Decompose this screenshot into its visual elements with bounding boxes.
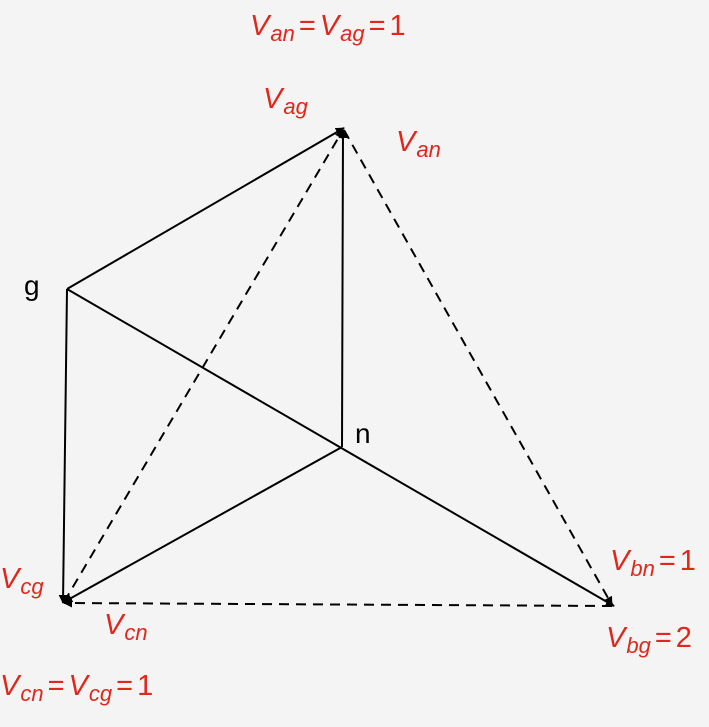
dashed-b-to-c <box>63 598 613 608</box>
vcn-arrow-line <box>63 446 343 603</box>
node-n-label: n <box>355 418 371 449</box>
vcg-label: Vcg <box>0 563 44 599</box>
vag-arrow-line <box>66 127 345 290</box>
van-label: Van <box>396 126 441 162</box>
vbn-label: Vbn=1 <box>610 545 696 581</box>
vcg-arrow-line <box>58 288 68 604</box>
vag-label: Vag <box>263 83 308 119</box>
bottom-equation-label: Vcn=Vcg=1 <box>0 670 154 706</box>
node-g-label: g <box>24 270 40 301</box>
vcn-label: Vcn <box>104 609 148 645</box>
van-arrow-line <box>338 129 348 448</box>
top-equation-label: Van=Vag=1 <box>250 10 406 46</box>
dashed-a-to-b <box>343 129 613 606</box>
dashed-c-to-a <box>63 129 344 603</box>
vbg-label: Vbg=2 <box>606 622 692 658</box>
